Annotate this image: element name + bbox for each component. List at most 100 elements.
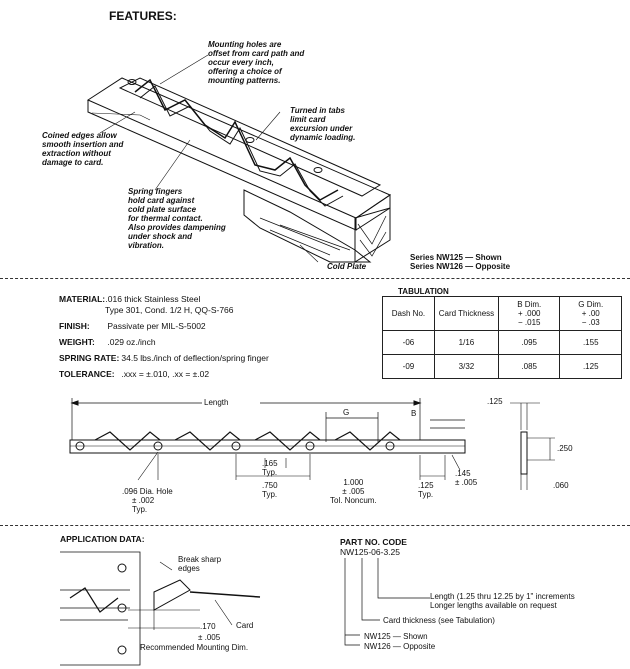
cell: .125 bbox=[559, 354, 622, 379]
callout-line: offset from card path and bbox=[208, 49, 305, 58]
header-label: B Dim. bbox=[517, 300, 542, 309]
cell: .155 bbox=[559, 330, 622, 355]
hole-tol: ± .002 bbox=[132, 496, 155, 505]
spec-tolerance: TOLERANCE: .xxx = ±.010, .xx = ±.02 bbox=[59, 369, 209, 379]
spec-value: Passivate per MIL-S-5002 bbox=[107, 321, 206, 331]
dim-b: B bbox=[411, 409, 417, 418]
spec-weight: WEIGHT: .029 oz./inch bbox=[59, 337, 156, 347]
series-nw126: Series NW126 — Opposite bbox=[410, 262, 511, 271]
series-nw125: Series NW125 — Shown bbox=[410, 253, 502, 262]
callout-mounting-holes: Mounting holes are offset from card path… bbox=[208, 40, 304, 85]
callout-line: occur every inch, bbox=[208, 58, 274, 67]
cell: 1/16 bbox=[433, 330, 499, 355]
dim-g: G bbox=[343, 408, 350, 417]
cell: .085 bbox=[497, 354, 561, 379]
divider bbox=[0, 525, 630, 526]
divider bbox=[0, 278, 630, 279]
break-edges-label: Break sharp edges bbox=[178, 555, 221, 573]
label-line: Break sharp bbox=[178, 555, 222, 564]
dim-1000: 1.000 ± .005 Tol. Noncum. bbox=[330, 478, 377, 505]
dim-typ: Typ. bbox=[262, 468, 278, 477]
callout-line: under shock and bbox=[128, 232, 193, 241]
hole-dia: .096 Dia. Hole bbox=[122, 487, 173, 496]
spec-label: SPRING RATE: bbox=[59, 353, 120, 363]
callout-line: offering a choice of bbox=[208, 67, 282, 76]
spec-label: MATERIAL: bbox=[59, 294, 106, 304]
spec-value: 34.5 lbs./inch of deflection/spring fing… bbox=[121, 353, 269, 363]
part-code: NW125-06-3.25 bbox=[340, 547, 401, 557]
callout-line: Turned in tabs bbox=[290, 106, 345, 115]
callout-turned-tabs: Turned in tabs limit card excursion unde… bbox=[290, 106, 355, 142]
card-thickness-note: Card thickness (see Tabulation) bbox=[383, 616, 495, 625]
tabulation-title: TABULATION bbox=[398, 287, 449, 296]
spec-value: .xxx = ±.010, .xx = ±.02 bbox=[121, 369, 210, 379]
dim-145: .145 ± .005 bbox=[455, 469, 477, 487]
dim-typ: Typ. bbox=[418, 490, 434, 499]
callout-line: mounting patterns. bbox=[208, 76, 281, 85]
callout-line: extraction without bbox=[42, 149, 111, 158]
hole-typ: Typ. bbox=[132, 505, 148, 514]
spec-label: TOLERANCE: bbox=[59, 369, 115, 379]
recommended-dim: Recommended Mounting Dim. bbox=[140, 643, 249, 652]
dim-value: .125 bbox=[418, 481, 434, 490]
callout-line: vibration. bbox=[128, 241, 165, 250]
tol: + .000 bbox=[518, 309, 541, 318]
spec-material-2: Type 301, Cond. 1/2 H, QQ-S-766 bbox=[105, 305, 234, 315]
dim-tol: ± .005 bbox=[455, 478, 478, 487]
dim-value: .750 bbox=[262, 481, 278, 490]
features-heading: FEATURES: bbox=[109, 9, 177, 23]
col-card: Card Thickness bbox=[433, 296, 499, 331]
table-row: -06 1/16 .095 .155 bbox=[382, 330, 622, 355]
dim-typ: Typ. bbox=[262, 490, 278, 499]
callout-line: Also provides dampening bbox=[128, 223, 226, 232]
callout-line: damage to card. bbox=[42, 158, 104, 167]
dim-165: .165 Typ. bbox=[262, 459, 278, 477]
dim-125-bottom: .125 Typ. bbox=[418, 481, 434, 499]
spec-label: FINISH: bbox=[59, 321, 90, 331]
spec-value: .016 thick Stainless Steel bbox=[105, 294, 201, 304]
table-row: -09 3/32 .085 .125 bbox=[382, 354, 622, 379]
header-label: G Dim. bbox=[578, 300, 604, 309]
tol: − .015 bbox=[518, 318, 541, 327]
dim-note: Tol. Noncum. bbox=[330, 496, 377, 505]
callout-line: cold plate surface bbox=[128, 205, 197, 214]
tabulation-table: Dash No. Card Thickness B Dim. + .000 − … bbox=[382, 296, 622, 379]
nw126-note: NW126 — Opposite bbox=[364, 642, 436, 651]
callout-line: dynamic loading. bbox=[290, 133, 356, 142]
card-label: Card bbox=[236, 621, 254, 630]
cold-plate-label: Cold Plate bbox=[327, 262, 367, 271]
tol: + .00 bbox=[581, 309, 600, 318]
callout-line: limit card bbox=[290, 115, 326, 124]
dim-170-tol: ± .005 bbox=[198, 633, 221, 642]
hole-callout: .096 Dia. Hole ± .002 Typ. bbox=[122, 487, 173, 514]
dim-value: .145 bbox=[455, 469, 471, 478]
cell: -09 bbox=[382, 354, 435, 379]
series-list: Series NW125 — Shown Series NW126 — Oppo… bbox=[410, 253, 510, 271]
spec-material: MATERIAL: .016 thick Stainless Steel bbox=[59, 294, 200, 304]
spec-finish: FINISH: Passivate per MIL-S-5002 bbox=[59, 321, 206, 331]
label-line: edges bbox=[178, 564, 200, 573]
dim-tol: ± .005 bbox=[342, 487, 365, 496]
nw125-note: NW125 — Shown bbox=[364, 632, 428, 641]
callout-spring-fingers: Spring fingers hold card against cold pl… bbox=[128, 187, 226, 250]
col-dash: Dash No. bbox=[382, 296, 435, 331]
callout-line: Coined edges allow bbox=[42, 131, 117, 140]
dim-value: 1.000 bbox=[343, 478, 364, 487]
callout-line: smooth insertion and bbox=[42, 140, 124, 149]
callout-line: hold card against bbox=[128, 196, 195, 205]
callout-coined-edges: Coined edges allow smooth insertion and … bbox=[42, 131, 123, 167]
length-note: Length (1.25 thru 12.25 by 1" increments… bbox=[430, 592, 575, 610]
dim-750: .750 Typ. bbox=[262, 481, 278, 499]
callout-line: Mounting holes are bbox=[208, 40, 282, 49]
spec-spring-rate: SPRING RATE: 34.5 lbs./inch of deflectio… bbox=[59, 353, 269, 363]
spec-value: .029 oz./inch bbox=[107, 337, 156, 347]
note-line: Longer lengths available on request bbox=[430, 601, 557, 610]
dim-125-top: .125 bbox=[487, 397, 503, 406]
dim-value: .165 bbox=[262, 459, 278, 468]
dim-length: Length bbox=[204, 398, 229, 407]
part-code-heading: PART NO. CODE bbox=[340, 537, 407, 547]
spec-label: WEIGHT: bbox=[59, 337, 95, 347]
